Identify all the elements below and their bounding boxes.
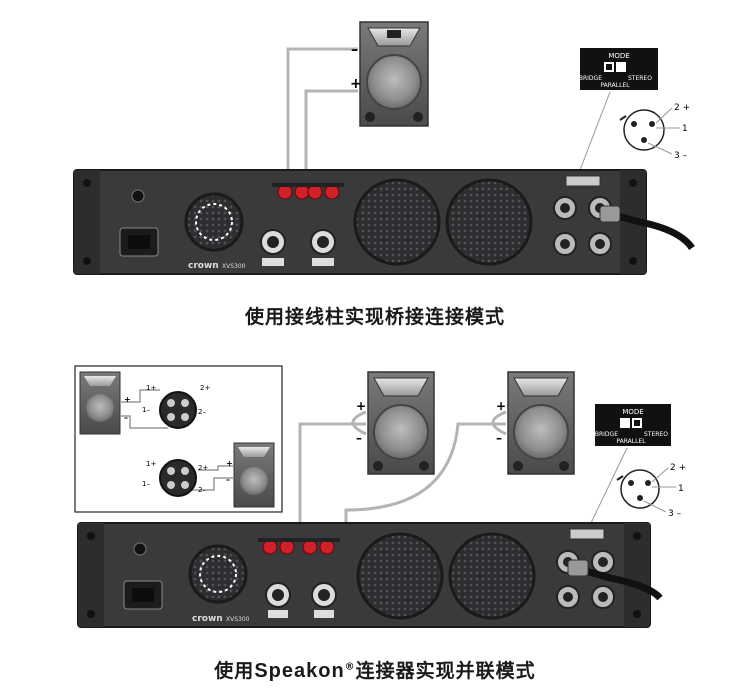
spk1-minus: – (356, 431, 362, 445)
speaker-minus-label: – (351, 42, 358, 58)
inset-plus-1: + (124, 395, 131, 404)
model-label-2: XVS300 (226, 616, 250, 623)
xlr-plug-2 (567, 559, 589, 577)
inset-connector-2 (190, 465, 234, 491)
mode-right: STEREO (628, 75, 652, 82)
pin-2-label: 2 + (674, 103, 690, 113)
brand-logo: crown (188, 261, 219, 271)
svg-text:BRIDGE: BRIDGE (595, 431, 618, 438)
svg-text:PARALLEL: PARALLEL (616, 438, 646, 445)
spk1-plus: + (356, 399, 366, 413)
inset-pin-2p-b: 2+ (198, 464, 208, 472)
inset-pin-2m: 2– (198, 408, 206, 416)
amplifier-rear-panel-2 (77, 522, 651, 628)
mode-left: BRIDGE (579, 75, 602, 82)
brand-logo-2: crown (192, 614, 223, 624)
xlr-pinout (619, 107, 680, 155)
inset-minus-1: – (124, 413, 128, 422)
mode-switch-box: MODE BRIDGE STEREO PARALLEL (579, 48, 658, 90)
inset-pin-2p: 2+ (200, 384, 210, 392)
bridge-wires (286, 47, 358, 186)
mode-switch-box-2: MODE BRIDGE STEREO PARALLEL (595, 404, 671, 446)
caption-bridge: 使用接线柱实现桥接连接模式 (244, 306, 505, 328)
model-label: XVS300 (222, 263, 246, 270)
inset-pin-1m: 1– (142, 406, 150, 414)
inset-speaker-1 (79, 371, 121, 435)
xlr-pinout-2 (616, 467, 676, 513)
spk2-plus: + (496, 399, 506, 413)
caption-parallel-prefix: 使用 (214, 660, 255, 682)
svg-text:MODE: MODE (622, 408, 643, 416)
pin-3-label: 3 – (674, 151, 688, 161)
svg-text:1: 1 (678, 484, 684, 494)
xlr-cable (609, 210, 695, 251)
mode-title: MODE (608, 52, 629, 60)
caption-parallel-brand: Speakon (254, 660, 345, 682)
caption-parallel-suffix: 连接器实现并联模式 (355, 660, 536, 682)
inset-minus-2: – (226, 475, 230, 484)
caption-parallel-reg: ® (344, 661, 356, 673)
mode-bottom: PARALLEL (600, 82, 630, 89)
speaker-cabinet-1 (367, 371, 435, 475)
caption-parallel: 使用Speakon®连接器实现并联模式 (0, 656, 750, 683)
svg-text:STEREO: STEREO (644, 431, 668, 438)
spk2-minus: – (496, 431, 502, 445)
inset-pin-1p-b: 1+ (146, 460, 156, 468)
inset-plus-2: + (226, 459, 233, 468)
inset-pin-1p: 1+ (146, 384, 156, 392)
pin-1-label: 1 (682, 124, 688, 134)
svg-text:3 –: 3 – (668, 509, 682, 519)
inset-speaker-2 (233, 442, 275, 508)
svg-text:2 +: 2 + (670, 463, 686, 473)
inset-connector-1 (120, 389, 168, 429)
speaker-cabinet (359, 21, 429, 127)
xlr-cable-2 (574, 564, 663, 601)
speaker-cabinet-2 (507, 371, 575, 475)
amplifier-rear-panel (73, 169, 647, 275)
xlr-plug (599, 205, 621, 223)
inset-pin-2m-b: 2– (198, 486, 206, 494)
inset-pin-1m-b: 1– (142, 480, 150, 488)
speaker-plus-label: + (350, 76, 362, 92)
